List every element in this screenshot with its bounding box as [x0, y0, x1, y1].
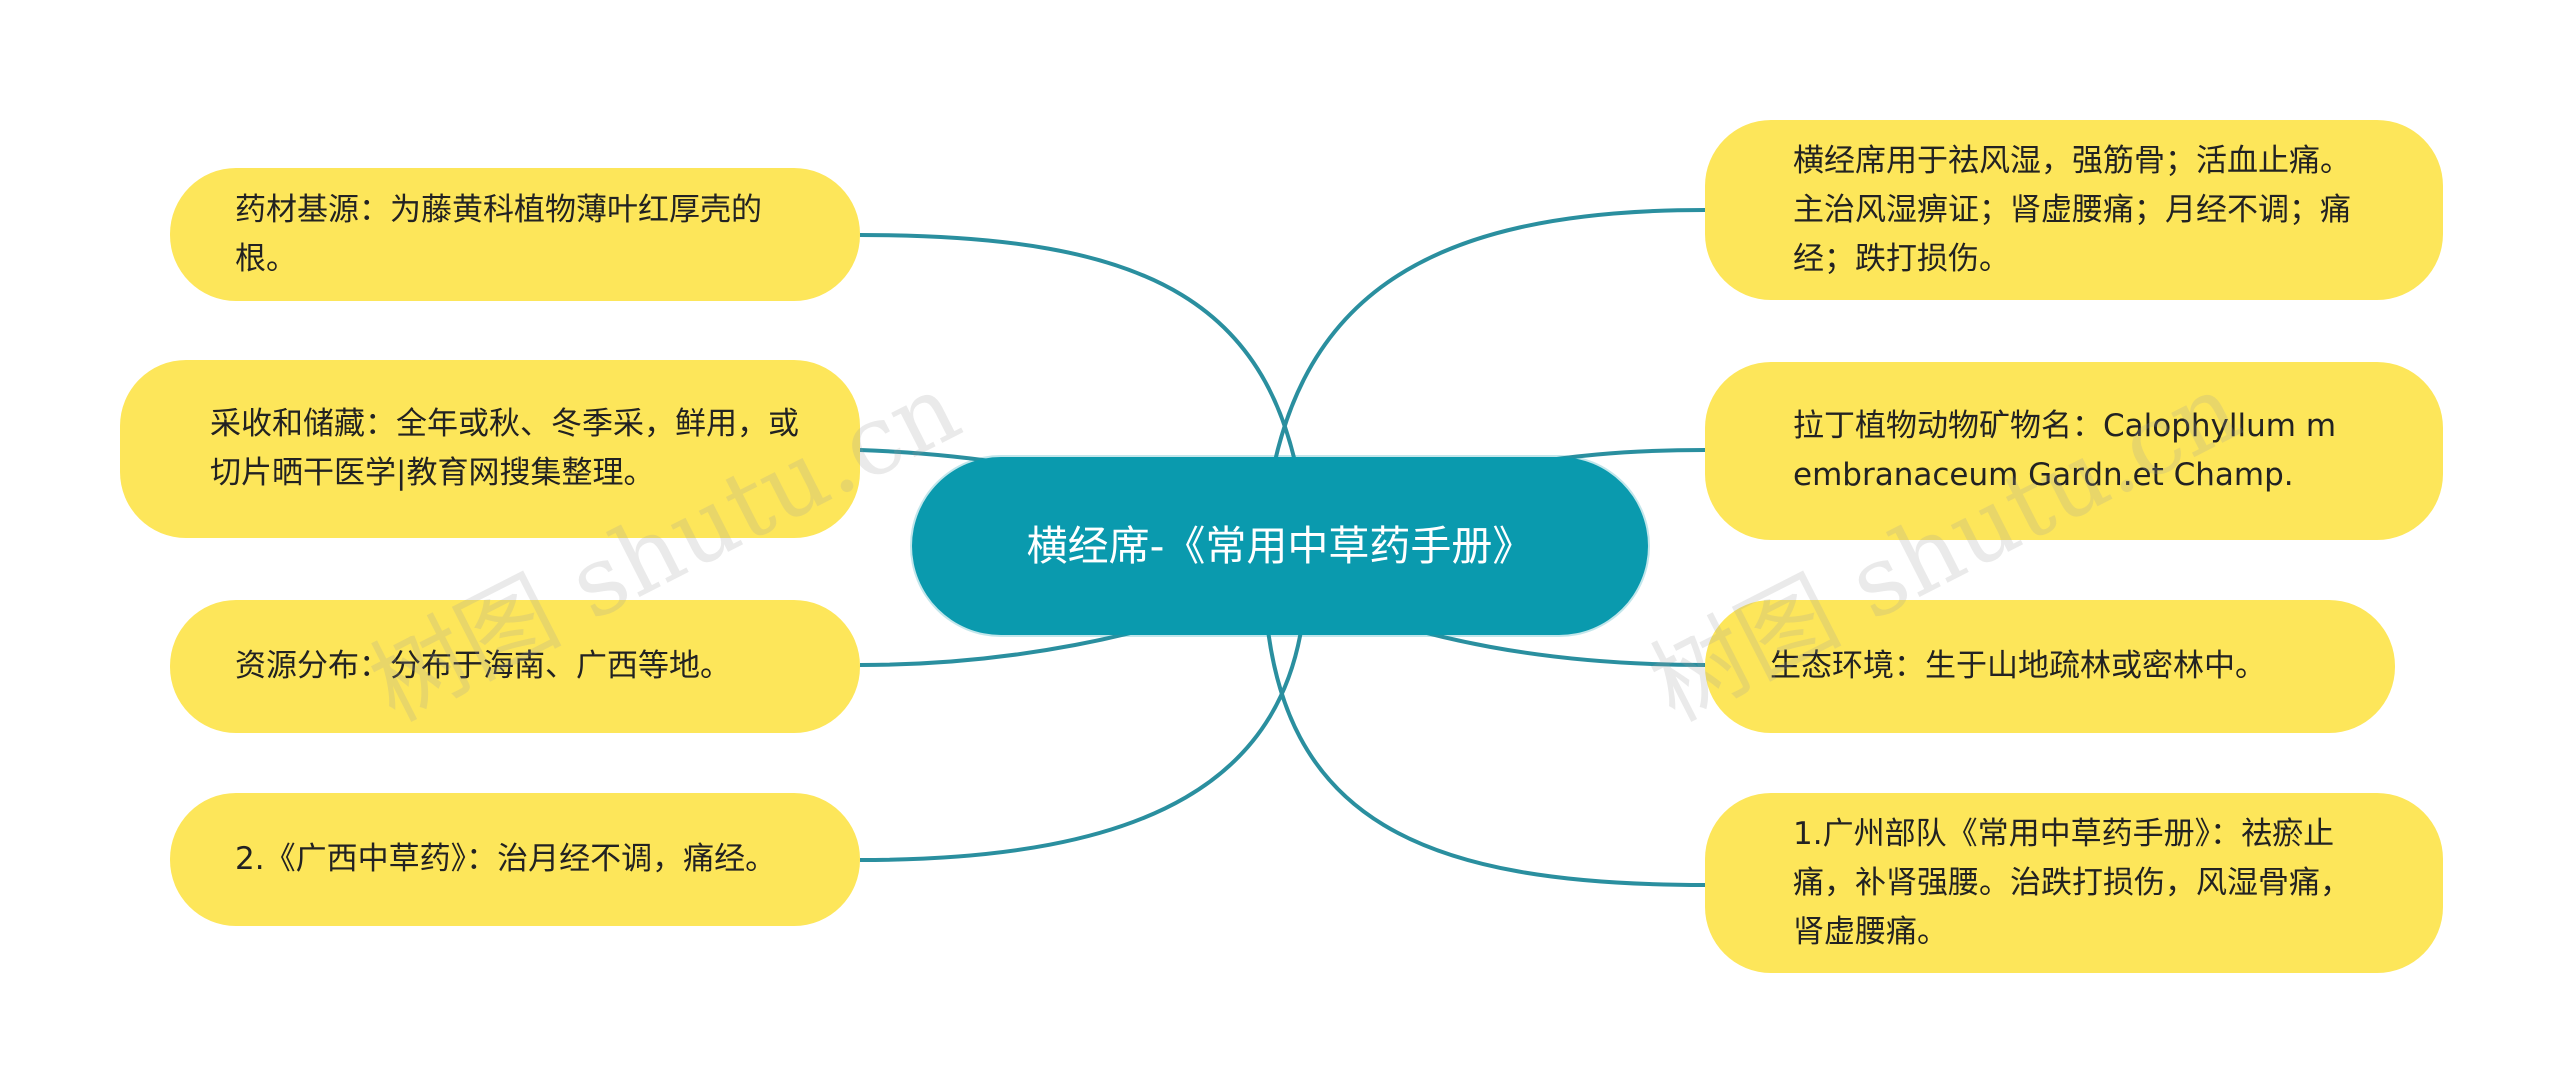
connector-left-1: [859, 233, 1307, 521]
left-node-3-text: 资源分布：分布于海南、广西等地。: [235, 648, 731, 684]
left-node-4-text: 2.《广西中草药》：治月经不调，痛经。: [235, 841, 777, 877]
connector-right-4: [1263, 599, 1706, 887]
left-node-3[interactable]: 资源分布：分布于海南、广西等地。: [170, 600, 860, 733]
right-node-2[interactable]: 拉丁植物动物矿物名：Calophyllum membranaceum Gardn…: [1705, 362, 2443, 540]
connector-left-4: [859, 599, 1307, 862]
left-node-2[interactable]: 采收和储藏：全年或秋、冬季采，鲜用，或切片晒干医学|教育网搜集整理。: [120, 360, 860, 538]
right-node-3-text: 生态环境：生于山地疏林或密林中。: [1770, 648, 2266, 684]
root-topic[interactable]: 横经席-《常用中草药手册》: [912, 457, 1648, 635]
connector-right-1: [1263, 208, 1706, 521]
root-topic-label: 横经席-《常用中草药手册》: [1026, 522, 1534, 570]
right-node-4-text: 1.广州部队《常用中草药手册》：祛瘀止痛，补肾强腰。治跌打损伤，风湿骨痛，肾虚腰…: [1793, 815, 2351, 950]
right-node-4[interactable]: 1.广州部队《常用中草药手册》：祛瘀止痛，补肾强腰。治跌打损伤，风湿骨痛，肾虚腰…: [1705, 793, 2443, 973]
left-node-4[interactable]: 2.《广西中草药》：治月经不调，痛经。: [170, 793, 860, 926]
right-node-3[interactable]: 生态环境：生于山地疏林或密林中。: [1705, 600, 2395, 733]
right-node-2-text: 拉丁植物动物矿物名：Calophyllum membranaceum Gardn…: [1793, 408, 2337, 493]
left-node-1-text: 药材基源：为藤黄科植物薄叶红厚壳的根。: [235, 191, 762, 277]
left-node-2-text: 采收和储藏：全年或秋、冬季采，鲜用，或切片晒干医学|教育网搜集整理。: [210, 406, 799, 491]
right-node-1-text: 横经席用于祛风湿，强筋骨；活血止痛。主治风湿痹证；肾虚腰痛；月经不调；痛经；跌打…: [1793, 142, 2351, 277]
right-node-1[interactable]: 横经席用于祛风湿，强筋骨；活血止痛。主治风湿痹证；肾虚腰痛；月经不调；痛经；跌打…: [1705, 120, 2443, 300]
left-node-1[interactable]: 药材基源：为藤黄科植物薄叶红厚壳的根。: [170, 168, 860, 301]
